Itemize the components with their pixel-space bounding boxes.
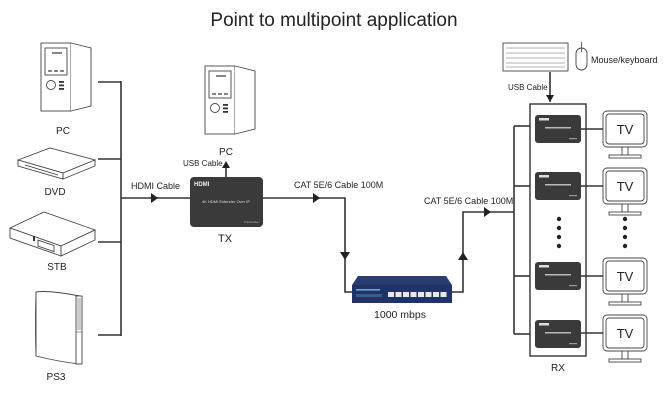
tx-label: TX xyxy=(218,233,233,245)
usb-up-arrow xyxy=(222,161,230,168)
tx-brand: HDMI xyxy=(194,182,210,188)
tx-pc: PC xyxy=(204,65,256,158)
switch-ports xyxy=(388,292,447,297)
tx-extender: HDMI 4K HDMI Extender Over IP Transmitte… xyxy=(190,177,263,227)
tv-label: TV xyxy=(617,269,634,284)
tv-display: TV xyxy=(602,110,648,159)
pc-tower-icon xyxy=(204,65,256,135)
source-stb-label: STB xyxy=(47,262,67,273)
rx-usb-cable-label: USB Cable xyxy=(508,83,548,92)
source-dvd-label: DVD xyxy=(44,187,65,198)
hdmi-arrow xyxy=(151,193,158,203)
source-ps3: PS3 xyxy=(35,291,83,383)
tv-label: TV xyxy=(617,179,634,194)
tv-display: TV xyxy=(602,167,648,216)
game-console-icon xyxy=(35,291,83,365)
source-pc-label: PC xyxy=(56,126,70,137)
more-units-ellipsis xyxy=(556,216,562,249)
rx-label: RX xyxy=(551,363,565,374)
source-stb: STB xyxy=(8,211,97,273)
keyboard-icon xyxy=(502,42,569,72)
mouse-keyboard-label: Mouse/keyboard xyxy=(591,55,658,65)
diagram-title: Point to multipoint application xyxy=(210,10,457,31)
tv-label: TV xyxy=(617,122,634,137)
rx-extender xyxy=(535,320,581,348)
rx-extender xyxy=(535,262,581,290)
source-dvd: DVD xyxy=(16,147,97,198)
tx-to-switch-wire xyxy=(263,193,353,293)
tx-device-role: Transmitter xyxy=(244,220,259,224)
network-switch xyxy=(352,276,452,303)
rx-to-tv-wires xyxy=(581,128,603,334)
dvd-player-icon xyxy=(16,147,97,180)
tv-label: TV xyxy=(617,326,634,341)
source-pc: PC xyxy=(40,42,92,137)
switch-speed-label: 1000 mbps xyxy=(374,309,426,321)
mouse-icon xyxy=(575,42,588,71)
rx-extender xyxy=(535,115,581,143)
tx-cat-cable-label: CAT 5E/6 Cable 100M xyxy=(294,180,383,190)
rx-cat-cable-label: CAT 5E/6 Cable 100M xyxy=(424,196,513,206)
source-bus xyxy=(98,81,190,336)
switch-to-rx-wire xyxy=(452,207,514,293)
hdmi-cable-label: HDMI Cable xyxy=(131,181,180,191)
rx-bus xyxy=(513,125,530,335)
tv-display: TV xyxy=(602,257,648,306)
set-top-box-icon xyxy=(8,211,97,257)
pc-tower-icon xyxy=(40,42,92,112)
tx-usb-cable-label: USB Cable xyxy=(183,159,223,168)
usb-down-arrow xyxy=(546,95,554,102)
rx-rack xyxy=(529,103,587,357)
tx-pc-label: PC xyxy=(219,147,233,158)
more-tvs-ellipsis xyxy=(622,216,628,249)
tv-display: TV xyxy=(602,314,648,363)
rx-extender xyxy=(535,172,581,200)
tx-device-name: 4K HDMI Extender Over IP xyxy=(202,199,250,204)
source-ps3-label: PS3 xyxy=(47,372,66,383)
